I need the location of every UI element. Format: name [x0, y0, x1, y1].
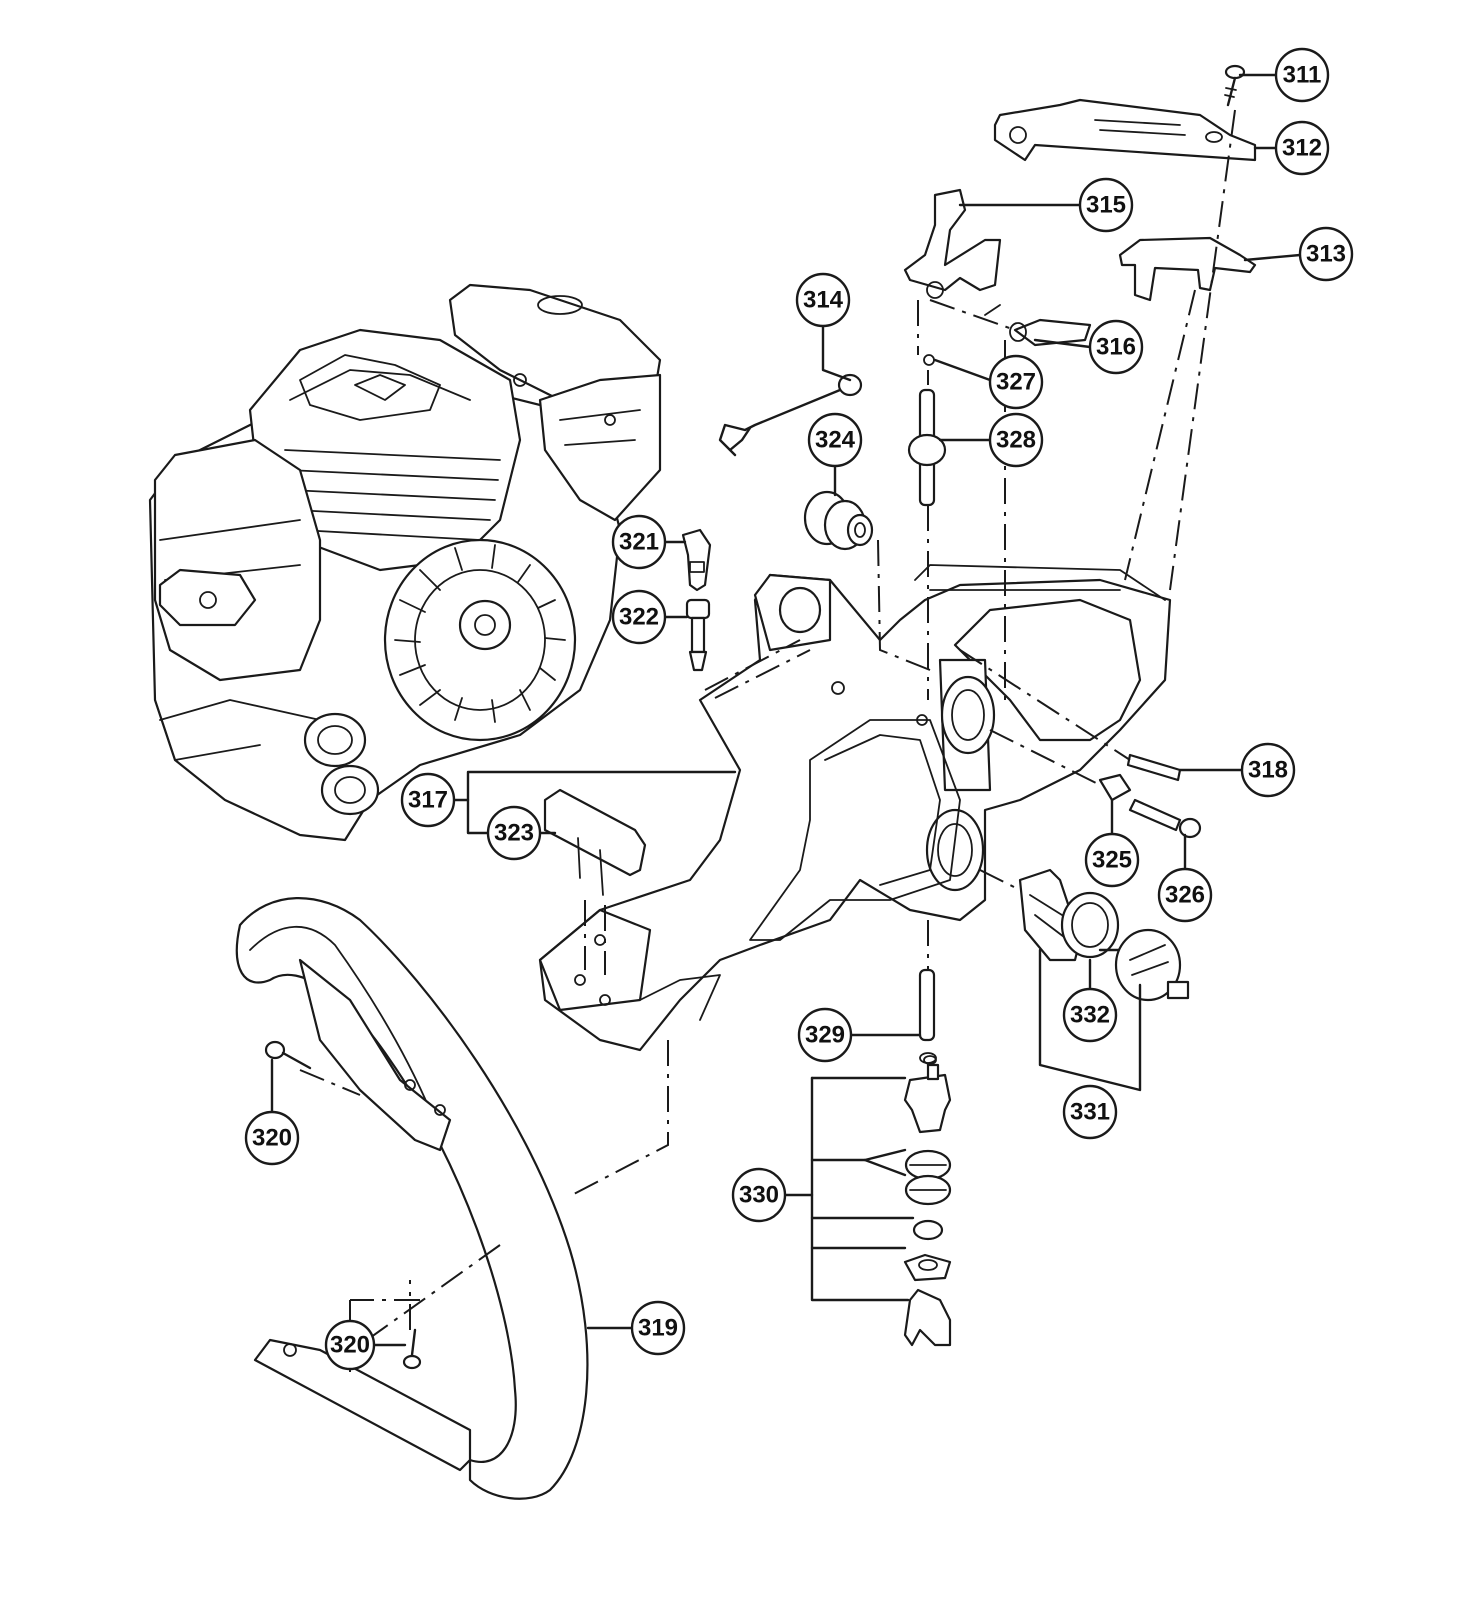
throttle-rod — [718, 373, 863, 457]
callout-label-323: 323 — [494, 820, 534, 847]
callout-315[interactable]: 315 — [1078, 177, 1134, 233]
callout-318[interactable]: 318 — [1240, 742, 1296, 798]
leader-lines — [270, 73, 1302, 1347]
screw-320-upper — [264, 1040, 312, 1070]
callout-label-320-lower: 320 — [330, 1332, 370, 1359]
av-mount-stack — [903, 968, 952, 1347]
throttle-trigger — [903, 188, 1002, 299]
callout-324[interactable]: 324 — [807, 412, 863, 468]
callout-327[interactable]: 327 — [988, 354, 1044, 410]
callout-label-331: 331 — [1070, 1099, 1110, 1126]
callout-label-311: 311 — [1283, 62, 1322, 89]
front-handle — [235, 897, 589, 1500]
callout-329[interactable]: 329 — [797, 1007, 853, 1063]
sleeve-325 — [1098, 773, 1132, 802]
handle-pad — [543, 788, 647, 896]
callout-313[interactable]: 313 — [1298, 226, 1354, 282]
plug-321 — [681, 528, 712, 592]
callout-326[interactable]: 326 — [1157, 867, 1213, 923]
callout-label-330: 330 — [739, 1182, 779, 1209]
callout-322[interactable]: 322 — [611, 589, 667, 645]
callout-label-325: 325 — [1092, 847, 1132, 874]
callout-312[interactable]: 312 — [1274, 120, 1330, 176]
callout-label-316: 316 — [1096, 334, 1136, 361]
callout-314[interactable]: 314 — [795, 272, 851, 328]
callout-label-314: 314 — [803, 287, 844, 314]
valve-322 — [685, 598, 711, 672]
callout-320-upper[interactable]: 320 — [244, 1110, 300, 1166]
callout-label-320-upper: 320 — [252, 1125, 292, 1152]
av-mount-324 — [803, 490, 874, 551]
callout-label-315: 315 — [1086, 192, 1126, 219]
pin-318 — [1126, 753, 1182, 782]
callout-331[interactable]: 331 — [1062, 1084, 1118, 1140]
screw-320-lower — [402, 1328, 422, 1370]
callout-label-328: 328 — [996, 427, 1036, 454]
bolt-326 — [1128, 798, 1202, 839]
clip-329 — [919, 1052, 937, 1064]
callout-332[interactable]: 332 — [1062, 987, 1118, 1043]
callout-label-326: 326 — [1165, 882, 1205, 909]
callout-label-319: 319 — [638, 1315, 678, 1342]
callout-317[interactable]: 317 — [400, 772, 456, 828]
callout-320-lower[interactable]: 320 — [324, 1319, 376, 1371]
callout-label-329: 329 — [805, 1022, 845, 1049]
callout-325[interactable]: 325 — [1084, 832, 1140, 888]
callout-label-324: 324 — [815, 427, 856, 454]
callout-label-318: 318 — [1248, 757, 1288, 784]
engine-block — [148, 283, 662, 842]
callout-label-327: 327 — [996, 369, 1036, 396]
callout-323[interactable]: 323 — [486, 805, 542, 861]
screw-311 — [1224, 64, 1246, 107]
callout-label-332: 332 — [1070, 1002, 1110, 1029]
top-cover — [993, 98, 1257, 162]
callout-330[interactable]: 330 — [731, 1167, 787, 1223]
callout-label-312: 312 — [1282, 135, 1322, 162]
callout-328[interactable]: 328 — [988, 412, 1044, 468]
pin-328 — [907, 388, 947, 507]
callout-label-321: 321 — [619, 529, 659, 556]
trigger-lockout — [1118, 236, 1257, 302]
callout-321[interactable]: 321 — [611, 514, 667, 570]
oil-cap-assembly — [1018, 868, 1190, 1002]
callout-label-317: 317 — [408, 787, 448, 814]
trigger-spring — [984, 304, 1092, 347]
tank-housing — [538, 564, 1172, 1052]
callout-label-313: 313 — [1306, 241, 1346, 268]
callout-311[interactable]: 311 — [1274, 47, 1330, 103]
callout-319[interactable]: 319 — [630, 1300, 686, 1356]
clip-327 — [923, 354, 935, 366]
callout-label-322: 322 — [619, 604, 659, 631]
callout-316[interactable]: 316 — [1088, 319, 1144, 375]
